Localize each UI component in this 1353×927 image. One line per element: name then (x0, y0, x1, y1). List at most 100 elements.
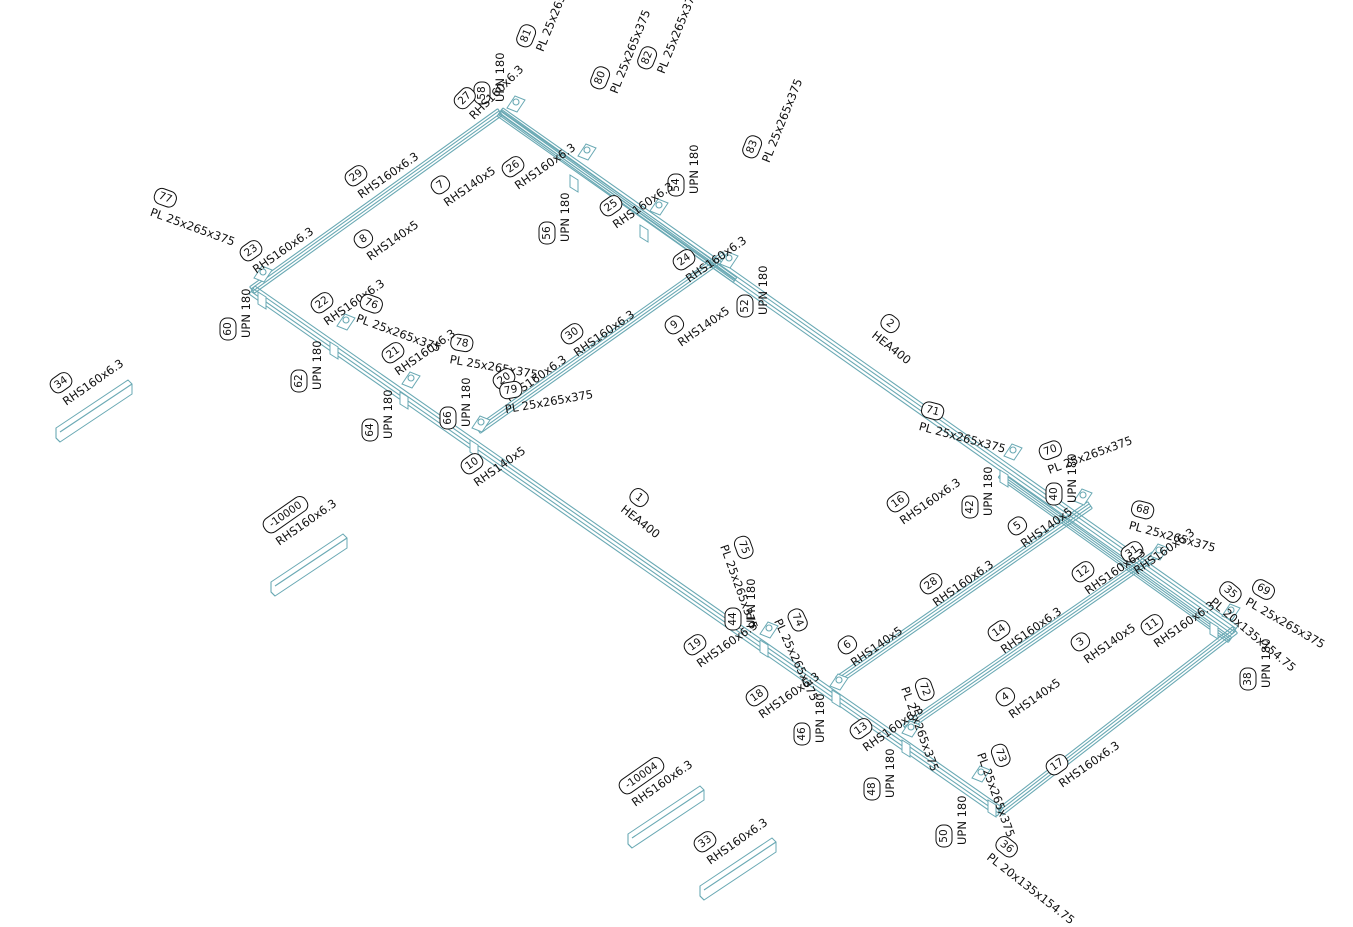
plate-connector-14 (901, 720, 921, 738)
upn-stub-10 (987, 799, 997, 818)
member-section: UPN 180 (493, 52, 507, 102)
member-section: PL 25x265x375 (533, 0, 579, 54)
main-beam-hea400-1 (248, 285, 1004, 817)
cross-beam-north (249, 108, 503, 294)
plate-connector-11 (1221, 603, 1241, 621)
member-number: 79 (503, 383, 518, 397)
upn-stub-2 (329, 341, 339, 360)
member-section: HEA400 (618, 502, 663, 541)
label-member-42: 42 UPN 180 (961, 466, 995, 519)
member-section: UPN 180 (744, 578, 758, 628)
member-number: 54 (670, 178, 682, 192)
plate-connector-9 (1073, 488, 1093, 506)
member-section: UPN 180 (310, 340, 324, 390)
member-number: 56 (541, 226, 553, 240)
member-number: 76 (363, 296, 380, 312)
plate-connector-16 (253, 265, 273, 283)
cross-beam-south (997, 626, 1238, 816)
member-section: PL 25x265x375 (148, 205, 237, 249)
member-number: 80 (592, 69, 608, 86)
cross-member-28 (835, 501, 1093, 684)
loose-tube-34 (55, 379, 133, 443)
member-number: 77 (157, 190, 174, 206)
member-section: PL 25x265x375 (759, 77, 805, 165)
plate-connector-12 (759, 621, 779, 639)
upn-stub-12 (639, 224, 649, 243)
member-section: UPN 180 (459, 377, 473, 427)
label-member-64: 64 UPN 180 (361, 389, 395, 442)
plate-connector-15 (971, 765, 991, 783)
member-number: 38 (1242, 672, 1254, 685)
member-number: 62 (293, 374, 305, 387)
member-number: 74 (789, 611, 806, 628)
plate-connector-2 (577, 143, 597, 161)
upn-stub-3 (399, 391, 409, 410)
loose-tube-10000 (270, 533, 348, 597)
member-number: 75 (736, 539, 752, 556)
member-number: 68 (1135, 502, 1151, 517)
member-number: 52 (739, 299, 751, 312)
upn-stub-7 (759, 639, 769, 658)
member-section: UPN 180 (1259, 638, 1273, 688)
member-section: UPN 180 (813, 693, 827, 743)
member-number: 71 (925, 403, 941, 418)
member-section: UPN 180 (981, 466, 995, 516)
plate-connector-1 (506, 95, 526, 113)
plate-connector-8 (1003, 443, 1023, 461)
upn-stub-9 (901, 739, 911, 758)
member-number: 78 (454, 336, 469, 350)
member-section: UPN 180 (381, 389, 395, 439)
plate-connector-10 (1149, 543, 1169, 561)
plate-connector-5 (336, 313, 356, 331)
member-number: 42 (964, 500, 976, 513)
frame-geometry (55, 95, 1241, 901)
long-member-26 (497, 109, 738, 283)
member-section: UPN 180 (883, 748, 897, 798)
long-member-12 (997, 472, 1233, 643)
member-section: PL 20x135x154.75 (984, 850, 1077, 927)
upn-stub-1 (257, 291, 267, 310)
member-section: PL 25x265x375 (654, 0, 700, 76)
upn-stub-11 (569, 174, 579, 193)
member-number: 64 (364, 423, 376, 437)
label-member-62: 62 UPN 180 (290, 340, 324, 393)
plate-connector-4 (719, 251, 739, 269)
member-number: 72 (917, 681, 933, 698)
label-member-44: 44 UPN 180 (724, 578, 758, 631)
member-number: 46 (796, 727, 808, 741)
plate-connector-3 (649, 198, 669, 216)
member-number: 60 (222, 322, 234, 335)
member-number: 44 (727, 612, 739, 626)
label-member-38: 38 UPN 180 (1239, 638, 1273, 691)
plate-connector-13 (829, 673, 849, 691)
upn-stub-6 (1209, 621, 1219, 640)
member-number: 50 (938, 829, 950, 842)
